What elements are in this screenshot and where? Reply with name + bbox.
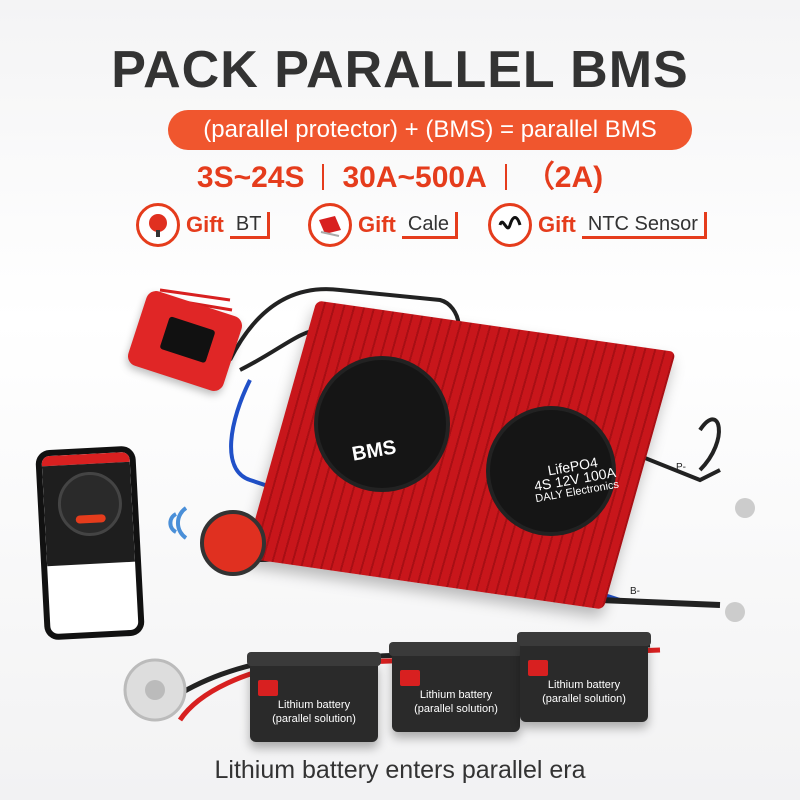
spec-current: 30A~500A [342, 161, 487, 194]
gift-ntc: Gift NTC Sensor [488, 200, 707, 250]
gift-word: Gift [538, 212, 576, 237]
terminal-b-label: B- [630, 586, 640, 597]
spec-extra: （2A) [524, 161, 604, 194]
ntc-sensor-icon [488, 203, 532, 247]
terminal-p-label: P- [676, 462, 686, 473]
battery-lid [389, 642, 523, 656]
gauge-value [75, 514, 106, 524]
battery-label: Lithium battery (parallel solution) [392, 688, 520, 716]
battery-label: Lithium battery (parallel solution) [250, 698, 378, 726]
battery-bms-tag [528, 660, 548, 676]
gift-item-label: Cale [401, 211, 459, 239]
battery-bms-tag [258, 680, 278, 696]
phone-screen [41, 451, 139, 635]
battery-lid [247, 652, 381, 666]
bluetooth-module-icon [136, 203, 180, 247]
battery-label-line1: Lithium battery [277, 699, 351, 711]
cable-icon [308, 203, 352, 247]
phone-app [35, 445, 145, 641]
gift-item-label: BT [229, 211, 271, 239]
battery-label-line1: Lithium battery [547, 679, 621, 691]
gift-item-label: NTC Sensor [581, 211, 707, 239]
wireless-signal-icon [168, 506, 188, 540]
battery-lid [517, 632, 651, 646]
battery-unit: Lithium battery (parallel solution) [517, 632, 651, 722]
page-title: PACK PARALLEL BMS [111, 41, 689, 99]
gift-bt: Gift BT [136, 200, 271, 250]
gift-word: Gift [358, 212, 396, 237]
battery-label: Lithium battery (parallel solution) [520, 678, 648, 706]
spec-divider [504, 164, 507, 190]
formula-banner: (parallel protector) + (BMS) = parallel … [168, 110, 692, 150]
gift-cable: Gift Cale [308, 200, 459, 250]
battery-label-line2: (parallel solution) [414, 703, 498, 715]
battery-label-line2: (parallel solution) [272, 713, 356, 725]
fan-right [490, 410, 612, 532]
battery-label-line1: Lithium battery [419, 689, 493, 701]
protector-display [159, 316, 216, 364]
battery-bms-tag [400, 670, 420, 686]
bluetooth-module [200, 510, 266, 576]
battery-unit: Lithium battery (parallel solution) [247, 652, 381, 742]
spec-series: 3S~24S [196, 161, 305, 194]
gift-word: Gift [186, 212, 224, 237]
tagline: Lithium battery enters parallel era [214, 756, 586, 784]
battery-label-line2: (parallel solution) [542, 693, 626, 705]
fan-left [318, 360, 446, 488]
spec-line: 3S~24S 30A~500A （2A) [0, 152, 800, 196]
battery-unit: Lithium battery (parallel solution) [389, 642, 523, 732]
spec-divider [322, 164, 325, 190]
